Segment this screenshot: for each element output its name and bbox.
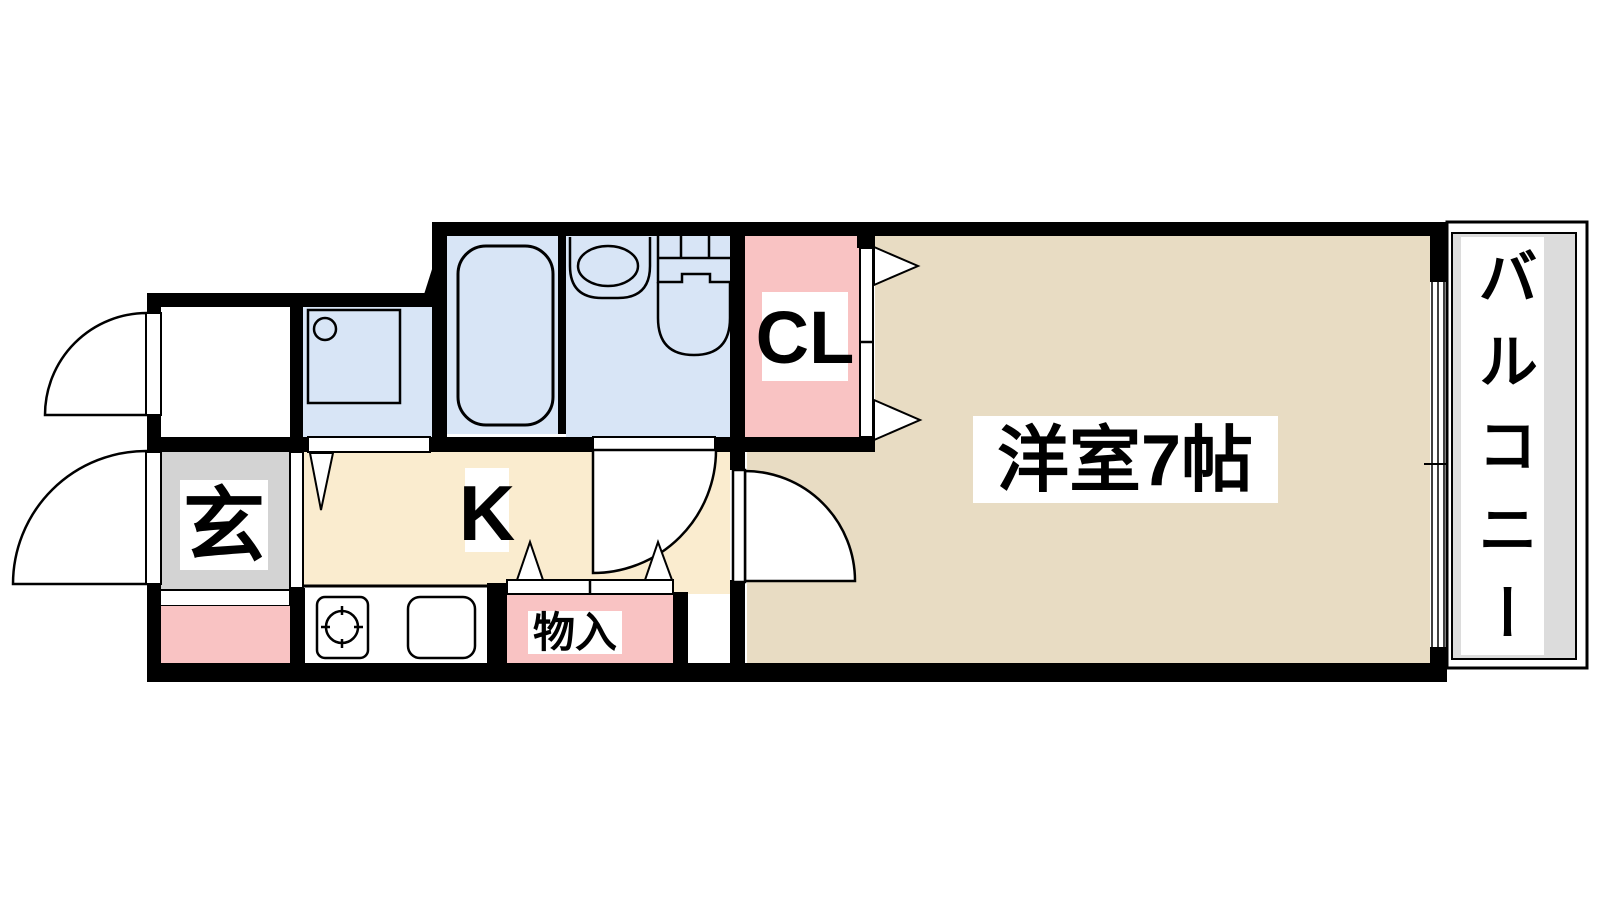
walls [147, 222, 1447, 682]
shoe-cabinet [160, 606, 290, 663]
bathtub-icon [456, 244, 555, 427]
wall-window-stub-top [1430, 236, 1447, 282]
entry-side-room-floor [160, 307, 290, 437]
storage-slide-marker-left [515, 538, 545, 581]
laundry-doorway [307, 436, 431, 453]
wall-vestibule-low [730, 580, 745, 663]
wall-entry-divider [290, 293, 303, 450]
washbasin-icon [568, 237, 652, 300]
wall-bath-toilet-divider [558, 236, 566, 434]
washing-machine-pan-icon [306, 308, 402, 405]
refrigerator-niche [688, 594, 730, 663]
wall-left-a [147, 307, 161, 315]
entrance-label-bg [180, 480, 268, 570]
western-room-door-swing [743, 469, 857, 583]
washbasin-bowl [576, 244, 640, 288]
wall-closet-stub [857, 236, 875, 248]
kitchen-label: K [459, 469, 515, 557]
balcony [1445, 220, 1589, 670]
balcony-label: バルコニー [1470, 246, 1537, 666]
laundry-room-floor [303, 307, 432, 437]
closet-label: CL [756, 296, 855, 379]
toilet-room-floor [566, 236, 730, 437]
wall-left-c [147, 583, 161, 682]
side-room-door-swing [43, 311, 149, 417]
wall-mid-h-a [147, 437, 310, 452]
wall-bath-left [432, 236, 447, 450]
washer-pan-outline [306, 308, 402, 405]
storage-slide-marker-right [643, 539, 674, 581]
toilet-door-swing [591, 448, 718, 575]
entrance-doorway [145, 451, 162, 585]
closet-slide-marker-bottom [873, 398, 923, 442]
wall-window-stub-bottom [1430, 647, 1447, 663]
wall-toilet-closet [730, 236, 745, 470]
balcony-label-bg [1461, 237, 1544, 655]
closet-label-bg [762, 292, 848, 381]
balcony-window [1424, 282, 1453, 647]
storage-label: 物入 [533, 609, 617, 656]
entrance-kitchen-opening [289, 451, 304, 589]
toilet-bowl [656, 282, 732, 357]
stove-icon [315, 595, 370, 660]
kitchen-label-bg [465, 468, 509, 552]
entrance-step [159, 589, 291, 607]
wall-counter-right [487, 583, 507, 663]
western-room-door-leaf [731, 468, 747, 584]
western-room-label: 洋室7帖 [997, 421, 1253, 501]
laundry-door-swing-marker [308, 452, 335, 511]
wall-mid-h-b [428, 437, 595, 452]
bathroom-floor [447, 236, 558, 434]
wall-top-main [432, 222, 1447, 236]
washer-drain-circle [312, 316, 338, 342]
western-room-label-bg [973, 416, 1278, 503]
wall-storage-right [673, 592, 688, 663]
entrance-label: 玄 [183, 481, 265, 572]
kitchen-sink-icon [406, 595, 477, 660]
side-room-doorway [145, 312, 162, 416]
wall-bottom [147, 663, 1447, 682]
stove-outline [315, 595, 370, 660]
closet-slide-marker-top [873, 245, 921, 287]
washbasin-outline [568, 237, 652, 300]
wall-entry-divider-low [290, 588, 305, 663]
entrance-door-swing [11, 449, 149, 586]
storage-label-bg [528, 611, 622, 654]
wall-mid-h-c [713, 437, 875, 452]
fixtures [306, 236, 732, 660]
doors-and-openings [11, 245, 1453, 647]
toilet-icon [656, 236, 732, 357]
labels: 玄 K 物入 CL 洋室7帖 バルコニー [180, 246, 1537, 666]
